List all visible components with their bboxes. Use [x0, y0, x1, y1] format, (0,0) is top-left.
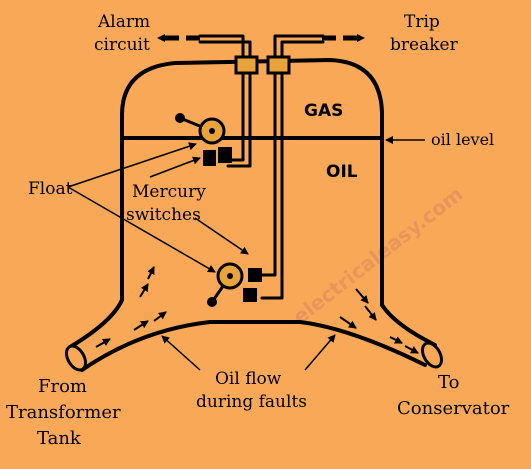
inlet-pipe-opening [65, 344, 87, 372]
float-label: Float [28, 179, 73, 199]
trip-breaker-label-1: Trip [404, 12, 440, 32]
float-pointer-lower [67, 186, 216, 273]
lower-mercury-switch [243, 268, 262, 302]
trip-wire [258, 34, 325, 277]
upper-mercury-switch [203, 147, 232, 166]
alarm-circuit-label-2: circuit [94, 35, 150, 55]
oil-flow-label-1: Oil flow [215, 369, 282, 389]
oil-level-label: oil level [431, 130, 494, 149]
mercury-pointer-upper [149, 156, 201, 178]
mercury-pointer-lower [194, 217, 249, 255]
watermark: electricaleasy.com [288, 182, 467, 329]
outlet-pipe-opening [421, 341, 443, 369]
inlet-pipe [68, 298, 124, 349]
lower-float [207, 262, 244, 307]
alarm-wire [198, 34, 245, 162]
oil-flow-pointer-right [304, 334, 336, 371]
mercury-switches-label-2: switches [126, 205, 201, 225]
from-transformer-label-2: Transformer [6, 402, 121, 423]
from-transformer-label-3: Tank [37, 428, 82, 449]
alarm-circuit-label-1: Alarm [97, 12, 150, 32]
trip-gland [266, 55, 291, 75]
outlet-pipe [380, 303, 437, 347]
gas-label: GAS [304, 101, 343, 121]
oil-label: OIL [326, 162, 358, 182]
upper-float [175, 113, 226, 145]
to-conservator-label-1: To [438, 372, 459, 393]
from-transformer-label-1: From [38, 376, 87, 397]
float-pointer-upper [67, 142, 197, 188]
to-conservator-label-2: Conservator [397, 398, 510, 419]
mercury-switches-label-1: Mercury [132, 182, 206, 202]
oil-flow-label-2: during faults [196, 392, 307, 412]
alarm-gland [234, 55, 259, 75]
oil-flow-pointer-left [161, 335, 201, 371]
oil-flow-arrows [95, 266, 419, 354]
trip-breaker-label-2: breaker [390, 35, 459, 55]
